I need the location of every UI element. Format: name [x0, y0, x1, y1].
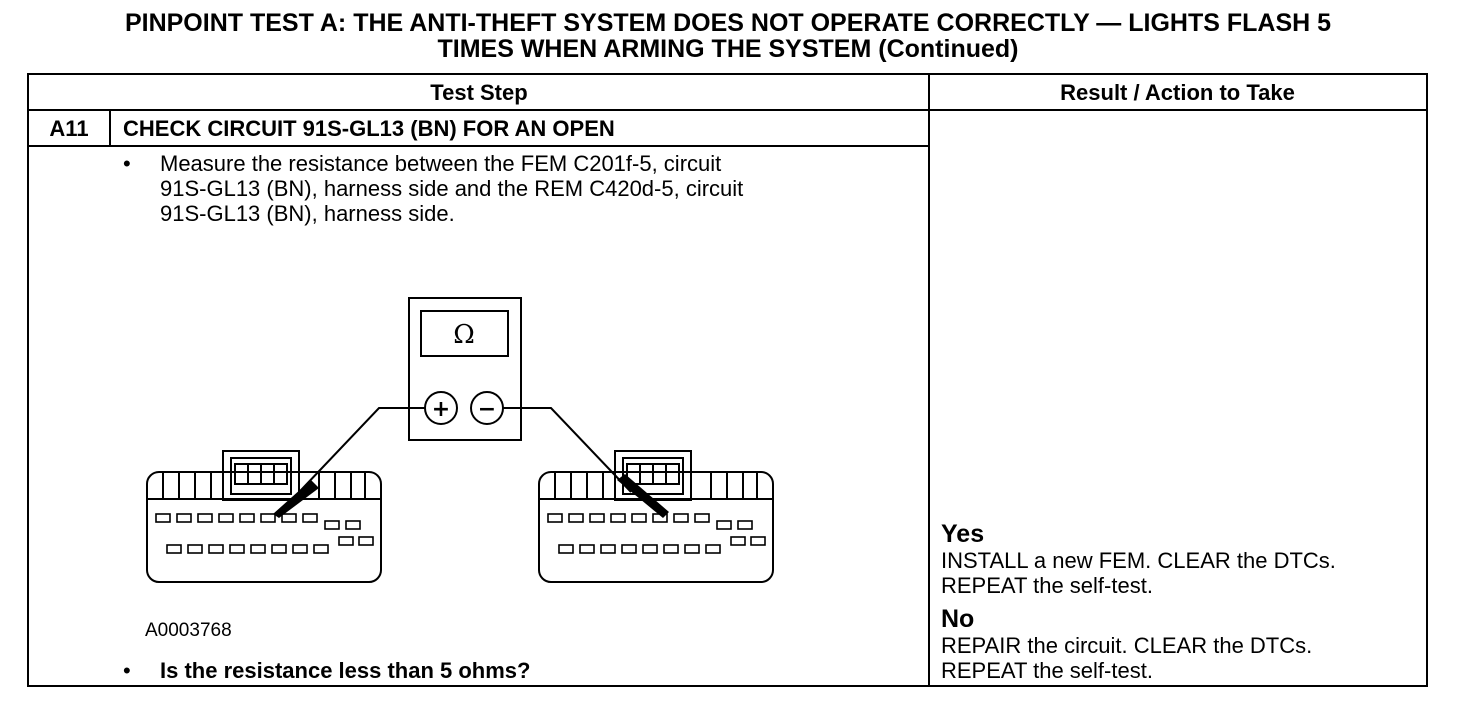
title-line-1: PINPOINT TEST A: THE ANTI-THEFT SYSTEM D…: [124, 9, 1332, 37]
result-yes-action: INSTALL a new FEM. CLEAR the DTCs. REPEA…: [941, 548, 1427, 598]
pinpoint-test-table: Test Step Result / Action to Take A11 CH…: [27, 73, 1428, 687]
minus-symbol: −: [478, 397, 496, 422]
result-yes-label: Yes: [941, 520, 985, 548]
step-id-divider: [109, 111, 111, 147]
header-result-action: Result / Action to Take: [929, 75, 1426, 111]
instruction-text: Measure the resistance between the FEM C…: [160, 151, 743, 226]
result-no-line-1: REPAIR the circuit. CLEAR the DTCs.: [941, 633, 1313, 658]
positive-probe-tip: [273, 480, 319, 518]
result-yes-line-2: REPEAT the self-test.: [941, 573, 1153, 598]
multimeter-display: [420, 310, 509, 357]
page-title: PINPOINT TEST A: THE ANTI-THEFT SYSTEM D…: [0, 10, 1456, 62]
step-title-underline: [29, 145, 929, 147]
result-yes-line-1: INSTALL a new FEM. CLEAR the DTCs.: [941, 548, 1336, 573]
step-id: A11: [49, 116, 89, 141]
fem-connector: [146, 450, 382, 583]
rem-connector: [538, 450, 774, 583]
multimeter-body: [408, 297, 522, 441]
negative-lead-wire: [503, 407, 632, 493]
result-no-action: REPAIR the circuit. CLEAR the DTCs. REPE…: [941, 633, 1427, 683]
instruction-line-2: 91S-GL13 (BN), harness side and the REM …: [160, 176, 744, 201]
plus-symbol: +: [432, 397, 450, 422]
step-title: CHECK CIRCUIT 91S-GL13 (BN) FOR AN OPEN: [123, 116, 615, 141]
question-bullet-marker: •: [123, 658, 131, 683]
ohm-symbol: Ω: [453, 320, 475, 350]
positive-lead-wire: [283, 407, 425, 509]
column-divider: [928, 75, 930, 685]
instruction-line-3: 91S-GL13 (BN), harness side.: [160, 201, 455, 226]
title-line-2: TIMES WHEN ARMING THE SYSTEM (Continued): [437, 35, 1019, 63]
result-no-line-2: REPEAT the self-test.: [941, 658, 1153, 683]
wiring-diagram: Ω + −: [146, 297, 774, 583]
header-test-step: Test Step: [29, 75, 929, 111]
instruction-line-1: Measure the resistance between the FEM C…: [160, 151, 722, 176]
bullet-marker: •: [123, 151, 131, 176]
question-text: Is the resistance less than 5 ohms?: [160, 658, 531, 683]
result-no-label: No: [941, 605, 975, 633]
negative-probe-tip: [617, 474, 669, 518]
figure-id: A0003768: [145, 620, 232, 641]
